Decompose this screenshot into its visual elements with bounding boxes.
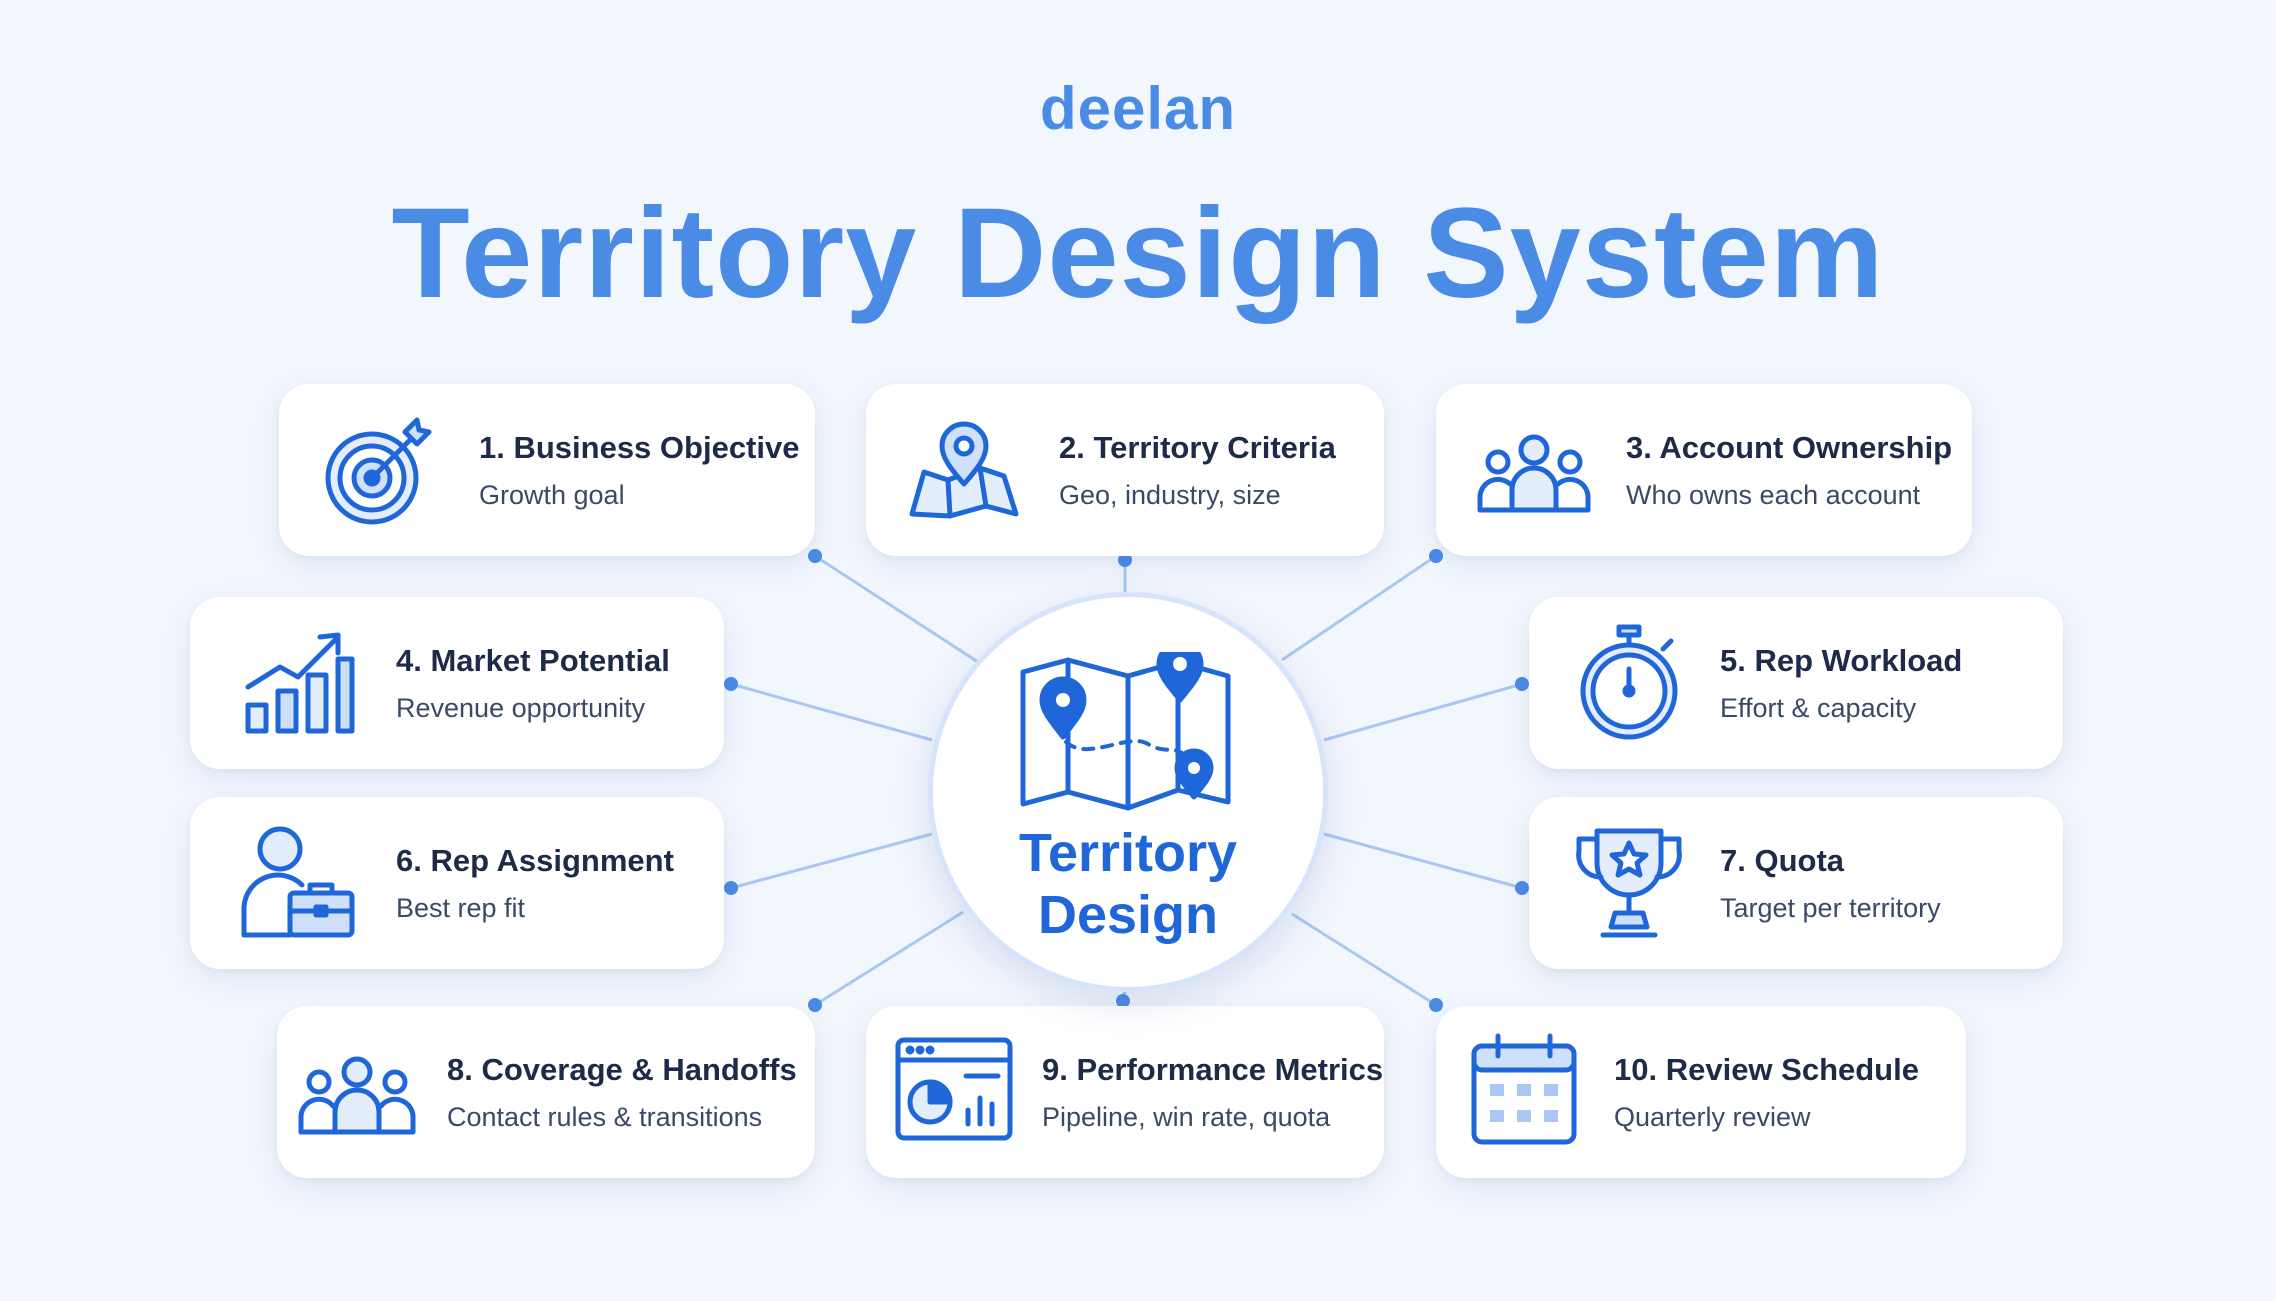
group-icon: [1474, 410, 1594, 530]
card-account-ownership: 3. Account Ownership Who owns each accou…: [1436, 384, 1972, 556]
card-title: 1. Business Objective: [479, 430, 800, 465]
card-subtitle: Pipeline, win rate, quota: [1042, 1102, 1331, 1132]
card-subtitle: Revenue opportunity: [396, 693, 646, 723]
card-business-objective: 1. Business Objective Growth goal: [279, 384, 815, 556]
dashboard-icon: [894, 1032, 1014, 1152]
card-subtitle: Quarterly review: [1614, 1102, 1811, 1132]
target-arrow-icon: [317, 410, 437, 530]
card-subtitle: Contact rules & transitions: [447, 1102, 763, 1132]
card-title: 4. Market Potential: [396, 643, 670, 678]
card-rep-assignment: 6. Rep Assignment Best rep fit: [190, 797, 724, 969]
person-briefcase-icon: [240, 823, 360, 943]
brand-logo: deelan: [1039, 75, 1237, 142]
hub-label: Territory Design: [933, 822, 1323, 946]
card-market-potential: 4. Market Potential Revenue opportunity: [190, 597, 724, 769]
trophy-icon: [1569, 823, 1689, 943]
hub-territory-design: Territory Design: [928, 592, 1328, 992]
card-title: 8. Coverage & Handoffs: [447, 1052, 797, 1087]
card-title: 9. Performance Metrics: [1042, 1052, 1384, 1087]
stopwatch-icon: [1569, 623, 1689, 743]
card-subtitle: Growth goal: [479, 480, 625, 510]
card-quota: 7. Quota Target per territory: [1529, 797, 2063, 969]
card-subtitle: Best rep fit: [396, 893, 526, 923]
card-title: 7. Quota: [1720, 843, 1845, 878]
card-title: 10. Review Schedule: [1614, 1052, 1919, 1087]
page-title: Territory Design System: [391, 182, 1885, 325]
hub-label-line2: Design: [1037, 885, 1219, 945]
card-subtitle: Target per territory: [1720, 893, 1941, 923]
card-coverage-handoffs: 8. Coverage & Handoffs Contact rules & t…: [277, 1006, 815, 1178]
card-review-schedule: 10. Review Schedule Quarterly review: [1436, 1006, 1966, 1178]
calendar-icon: [1464, 1032, 1584, 1152]
card-title: 2. Territory Criteria: [1059, 430, 1336, 465]
card-subtitle: Who owns each account: [1626, 480, 1921, 510]
card-subtitle: Effort & capacity: [1720, 693, 1917, 723]
hub-label-line1: Territory: [1018, 823, 1238, 883]
map-with-pins-icon: [1020, 652, 1231, 811]
card-title: 3. Account Ownership: [1626, 430, 1953, 465]
card-title: 6. Rep Assignment: [396, 843, 674, 878]
card-subtitle: Geo, industry, size: [1059, 480, 1281, 510]
card-rep-workload: 5. Rep Workload Effort & capacity: [1529, 597, 2063, 769]
map-pin-icon: [904, 410, 1024, 530]
team-icon: [297, 1032, 417, 1152]
card-title: 5. Rep Workload: [1720, 643, 1963, 678]
card-performance-metrics: 9. Performance Metrics Pipeline, win rat…: [866, 1006, 1384, 1178]
card-territory-criteria: 2. Territory Criteria Geo, industry, siz…: [866, 384, 1384, 556]
bar-chart-growth-icon: [240, 623, 360, 743]
